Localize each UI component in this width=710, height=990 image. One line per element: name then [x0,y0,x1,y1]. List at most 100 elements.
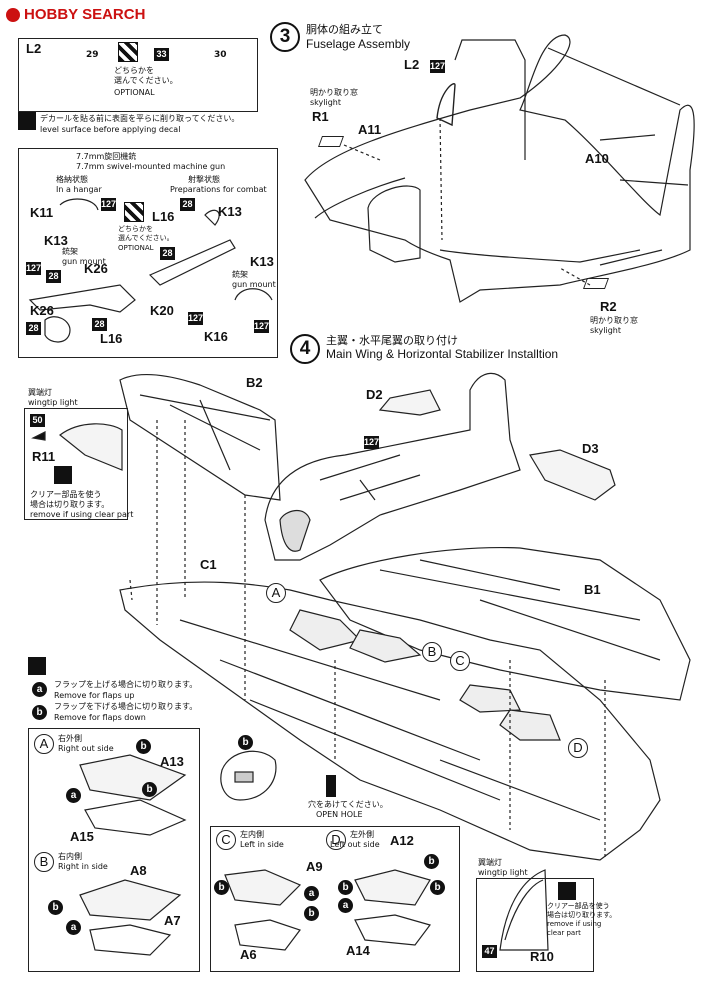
panel-d-jp: 左外側 [350,830,374,839]
step3-title-jp: 胴体の組み立て [306,23,383,36]
panel-b-jp: 右内側 [58,852,82,861]
part-label-b1: B1 [584,582,601,597]
part-label-d3: D3 [582,441,599,456]
flap-position-a: A [266,583,286,603]
skylight-label-en: skylight [590,326,621,335]
wingtip-right-note-en2: clear part [547,929,581,937]
flap-position-c: C [450,651,470,671]
logo-text: HOBBY SEARCH [24,6,146,23]
flap-panel-ab [28,728,200,972]
wingtip-right-note-jp1: クリアー部品を使う [547,902,610,910]
panel-a-en: Right out side [58,744,114,753]
detail-b-marker: b [238,735,253,750]
part-label-r10: R10 [530,949,554,964]
open-hole-jp: 穴をあけてください。 [308,800,388,809]
paint-code: 127 [188,312,204,325]
hangar-label-en: In a hangar [56,185,102,194]
logo-mark-icon [6,8,20,22]
flap-position-d: D [568,738,588,758]
d-cut-b: b [424,854,439,869]
d-cut-b: b [430,880,445,895]
part-label-k20: K20 [150,303,174,318]
open-hole-en: OPEN HOLE [316,810,363,819]
part-label-r2: R2 [600,299,617,314]
paint-code: 30 [214,50,227,60]
legend-a-jp: フラップを上げる場合に切り取ります。 [54,680,198,689]
panel-c-en: Left in side [240,840,284,849]
part-label-a8: A8 [130,863,147,878]
l2-option-panel [18,38,258,112]
wingtip-left-title-en: wingtip light [28,398,78,407]
d-cut-a: a [338,898,353,913]
part-label-l16: L16 [100,331,123,346]
wingtip-left-title-jp: 翼端灯 [28,388,52,397]
wingtip-right-note-jp2: 場合は切り取ります。 [547,911,617,919]
hangar-label-jp: 格納状態 [56,175,88,184]
decal-note-en: level surface before applying decal [40,125,181,134]
step4-number: 4 [290,334,320,364]
panel-b-en: Right in side [58,862,108,871]
part-label-c1: C1 [200,557,217,572]
part-label-d2: D2 [366,387,383,402]
option-arrows-icon [124,202,144,222]
paint-code: 28 [46,270,61,283]
flap-position-b: B [422,642,442,662]
gun-mount-en: gun mount [232,280,276,289]
part-label-r11: R11 [32,449,56,464]
wingtip-left-note-en: remove if using clear part [30,510,134,519]
part-label-k20: K26 [84,261,108,276]
decal-note-jp: デカールを貼る前に表面を平らに削り取ってください。 [40,114,240,123]
a-cut-b: b [142,782,157,797]
gun-title-en: 7.7mm swivel-mounted machine gun [76,162,226,171]
gun-mount-jp: 銃架 [232,270,248,279]
part-label-k13: K13 [44,233,68,248]
l2-label: L2 [26,41,42,56]
wingtip-left-panel [24,408,128,520]
part-label-a11: A11 [358,122,382,137]
part-label-k26: K26 [30,303,54,318]
sanding-icon [18,112,36,130]
part-label-a9: A9 [306,859,323,874]
part-label-l2: L2 [404,57,420,72]
panel-a-letter: A [34,734,54,754]
d-cut-b: b [338,880,353,895]
panel-d-letter: D [326,830,346,850]
gun-mount-jp: 銃架 [62,247,78,256]
wingtip-right-title-en: wingtip light [478,868,528,877]
paint-code: 127 [254,320,270,333]
panel-b-letter: B [34,852,54,872]
paint-code: 33 [154,48,169,61]
optional-label: OPTIONAL [118,244,154,252]
b-cut-a: a [66,920,81,935]
choose-one-jp1: どちらかを [114,66,154,75]
part-label-k13: K13 [250,254,274,269]
c-cut-b: b [304,906,319,921]
paint-code: 28 [160,247,175,260]
choose-one-jp2: 選んでください。 [114,76,178,85]
part-label-k16: K16 [204,329,228,344]
part-label-a6: A6 [240,947,257,962]
step4-title-en: Main Wing & Horizontal Stabilizer Instal… [326,347,559,361]
wingtip-right-note-en1: remove if using [547,920,602,928]
step3-title-en: Fuselage Assembly [306,37,411,51]
wingtip-left-note-jp2: 場合は切り取ります。 [30,500,110,509]
part-label-l16: L16 [152,209,175,224]
skylight-label-jp: 明かり取り窓 [590,316,638,325]
optional-label: OPTIONAL [114,88,155,97]
legend-b-jp: フラップを下げる場合に切り取ります。 [54,702,198,711]
cut-off-icon [28,657,46,675]
part-label-a15: A15 [70,829,94,844]
part-label-a12: A12 [390,833,414,848]
legend-b-en: Remove for flaps down [54,713,146,722]
gun-mount-en: gun mount [62,257,106,266]
cut-off-icon [558,882,576,900]
skylight-label-en: skylight [310,98,341,107]
part-label-k11: K11 [30,205,54,220]
legend-b-dot: b [32,705,47,720]
panel-a-jp: 右外側 [58,734,82,743]
skylight-label-jp: 明かり取り窓 [310,88,358,97]
panel-c-letter: C [216,830,236,850]
choose-one-jp1: どちらかを [118,225,153,233]
skylight-part-icon [582,278,610,289]
choose-one-jp2: 選んでください。 [118,234,174,242]
